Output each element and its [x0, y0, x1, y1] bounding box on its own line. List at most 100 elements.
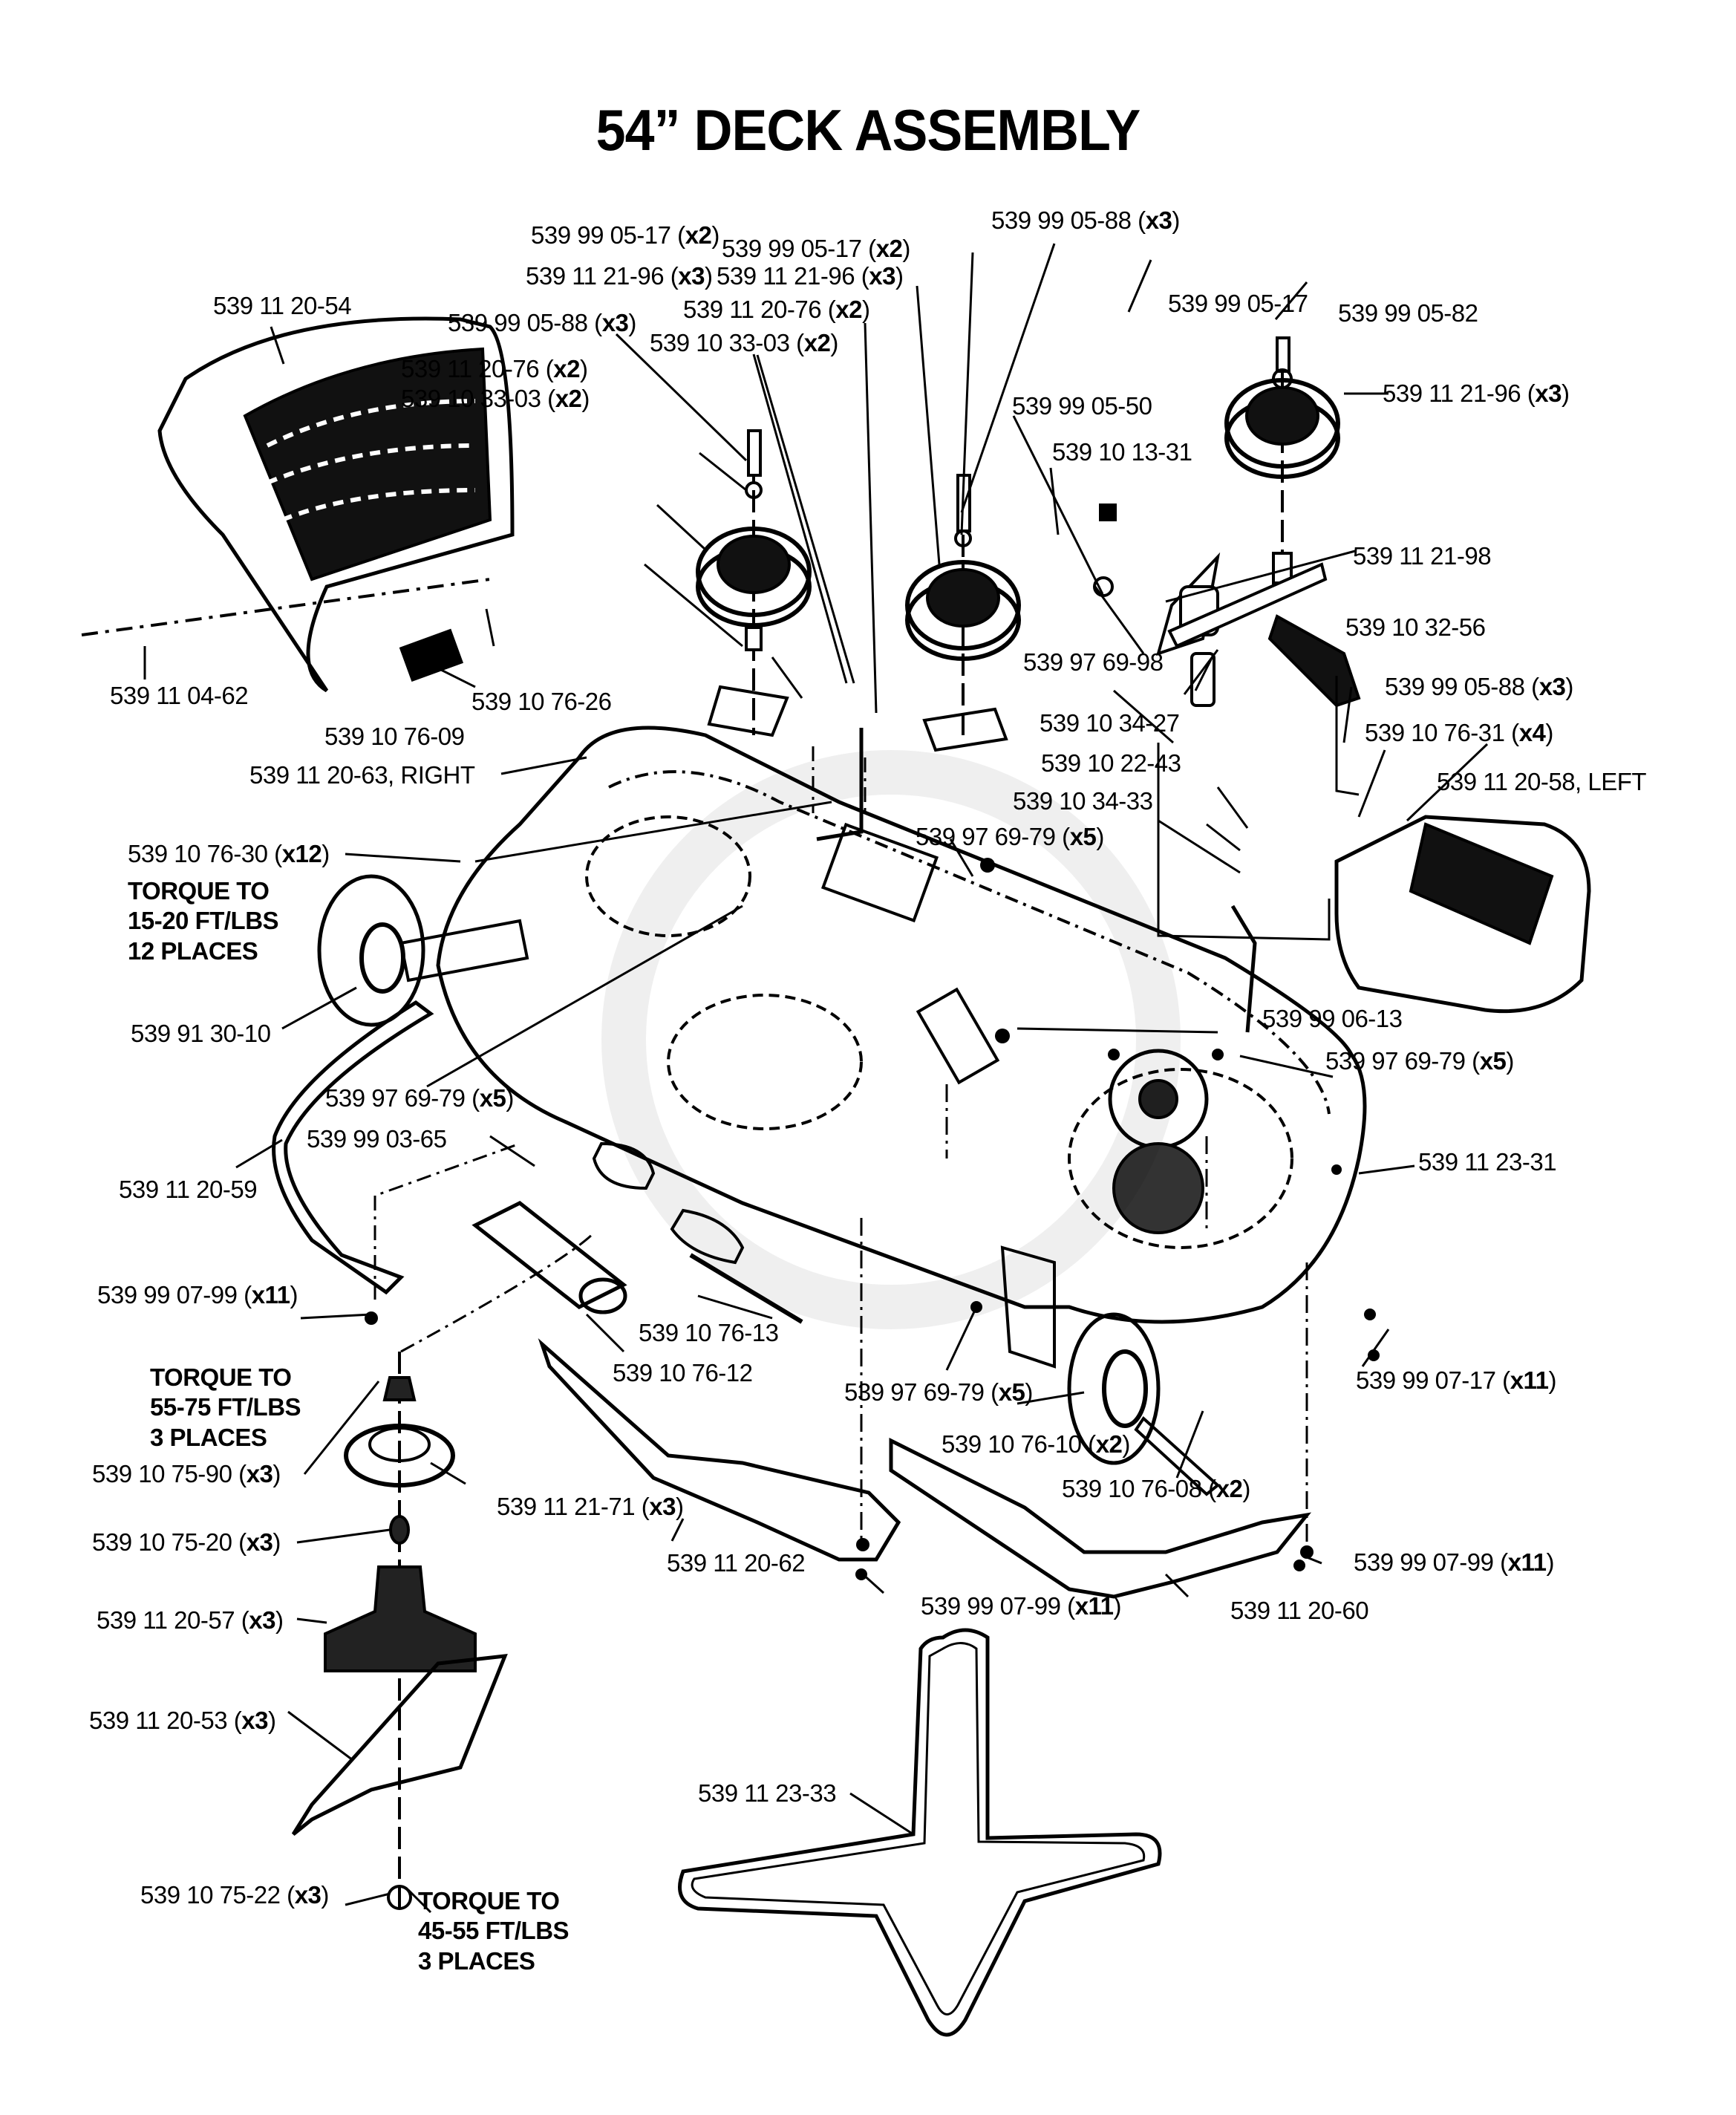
part-number: 539 11 20-76 [683, 296, 822, 323]
part-quantity: (x2) [821, 296, 870, 323]
part-callout: 539 99 05-82 [1338, 301, 1478, 325]
part-quantity: (x3) [1131, 206, 1180, 234]
part-callout: 539 11 20-62 [667, 1551, 806, 1575]
part-callout: 539 11 20-76 (x2) [683, 296, 870, 323]
part-number: 539 10 22-43 [1041, 749, 1181, 777]
part-callout: 539 99 05-50 [1012, 394, 1152, 418]
part-quantity: (x11) [1493, 1548, 1554, 1576]
part-callout: 539 10 22-43 [1041, 751, 1181, 775]
pulley-center-stack [905, 474, 1021, 752]
front-wheel-left [317, 874, 529, 1027]
part-callout: 539 11 23-33 [698, 1779, 837, 1807]
part-callout: 539 10 33-03 (x2) [650, 330, 838, 355]
part-callout: 539 99 05-88 (x3) [448, 310, 636, 335]
baffle-roller [471, 1201, 803, 1324]
fastener-markers [365, 858, 1380, 1580]
part-quantity: (x3) [280, 1881, 329, 1909]
part-callout: 539 10 33-03 (x2) [401, 386, 590, 411]
part-number: 539 10 76-12 [613, 1359, 753, 1386]
part-number: 539 91 30-10 [131, 1020, 271, 1047]
part-callout: 539 10 76-10 (x2) [942, 1432, 1130, 1456]
part-number: 539 10 32-56 [1345, 613, 1486, 641]
part-number: 539 11 21-96 [717, 262, 855, 290]
part-callout: 539 99 05-17 (x2) [722, 236, 910, 261]
rear-wheel-right [1067, 1312, 1221, 1496]
part-quantity: (x3) [1521, 379, 1570, 407]
part-callout: 539 10 75-22 (x3) [140, 1883, 329, 1907]
part-quantity: (x3) [232, 1460, 281, 1487]
part-callout: 539 11 20-53 (x3) [89, 1707, 276, 1734]
part-number: 539 99 03-65 [307, 1125, 447, 1153]
part-quantity: (x3) [227, 1707, 276, 1734]
skirt-left [272, 1000, 434, 1295]
part-callout: 539 11 20-63, RIGHT [249, 763, 475, 787]
part-number: 539 10 76-08 [1062, 1475, 1202, 1502]
part-callout: 539 99 05-88 (x3) [1385, 674, 1573, 699]
part-number: 539 10 76-13 [639, 1319, 779, 1346]
part-number: 539 10 33-03 [401, 385, 541, 412]
part-callout: 539 11 21-96 (x3) [1383, 379, 1570, 407]
part-number: 539 99 05-82 [1338, 299, 1478, 327]
part-number: 539 99 07-17 [1356, 1366, 1496, 1394]
part-callout: 539 10 76-08 (x2) [1062, 1476, 1250, 1501]
part-quantity: (x2) [670, 221, 719, 249]
part-quantity: (x5) [465, 1084, 514, 1112]
part-callout: 539 11 23-31 [1418, 1150, 1557, 1174]
part-quantity: (x5) [1465, 1047, 1514, 1075]
part-number: 539 11 20-54 [213, 292, 352, 319]
part-number: 539 10 75-22 [140, 1881, 281, 1909]
part-number: 539 99 05-17 [722, 235, 862, 262]
part-callout: 539 11 21-96 (x3) [717, 262, 904, 290]
part-number: 539 11 21-71 [497, 1493, 636, 1520]
pulley-left-stack [696, 429, 812, 737]
part-callout: 539 97 69-98 [1023, 650, 1164, 674]
drive-belt [678, 1628, 1162, 2037]
part-callout: 539 97 69-79 (x5) [916, 824, 1104, 849]
part-callout: 539 11 21-71 (x3) [497, 1493, 684, 1520]
part-callout: 539 10 13-31 [1052, 440, 1192, 464]
part-callout: 539 91 30-10 [131, 1021, 271, 1046]
part-callout: 539 11 20-54 [213, 292, 352, 319]
part-callout: 539 97 69-79 (x5) [844, 1380, 1033, 1404]
part-quantity: (x3) [1524, 673, 1573, 700]
part-number: 539 97 69-79 [916, 823, 1056, 850]
part-callout: 539 10 76-31 (x4) [1365, 720, 1553, 745]
leader-lines [143, 243, 1489, 1914]
torque-note-55-75: TORQUE TO 55-75 FT/LBS 3 PLACES [150, 1363, 301, 1451]
part-number: 539 11 20-60 [1230, 1597, 1369, 1624]
part-number: 539 11 21-96 [526, 262, 665, 290]
part-number: 539 10 34-33 [1013, 787, 1153, 815]
skirt-right [889, 1437, 1312, 1599]
part-callout: 539 10 76-12 [613, 1360, 753, 1385]
part-callout: 539 11 20-58, LEFT [1437, 769, 1647, 794]
part-callout: 539 10 76-13 [639, 1320, 779, 1345]
part-number: 539 11 20-53 [89, 1707, 228, 1734]
part-callout: 539 97 69-79 (x5) [325, 1086, 514, 1110]
part-number: 539 99 05-17 [1168, 290, 1308, 317]
part-callout: 539 10 76-26 [471, 689, 612, 714]
part-quantity: (x3) [664, 262, 713, 290]
part-callout: 539 99 05-17 [1168, 291, 1308, 316]
part-number: 539 11 23-33 [698, 1779, 837, 1807]
part-quantity: (x11) [237, 1281, 298, 1309]
part-callout: 539 99 05-88 (x3) [991, 208, 1180, 232]
part-number: 539 99 06-13 [1262, 1005, 1403, 1032]
part-quantity: (x3) [235, 1606, 284, 1634]
part-callout: 539 99 07-99 (x11) [97, 1283, 298, 1307]
part-number: 539 97 69-98 [1023, 648, 1164, 676]
part-number: 539 11 20-59 [119, 1176, 258, 1203]
part-number: 539 11 20-76 [401, 355, 540, 382]
torque-note-15-20: TORQUE TO 15-20 FT/LBS 12 PLACES [128, 877, 279, 965]
part-quantity: (x2) [1201, 1475, 1250, 1502]
part-callout: 539 10 32-56 [1345, 615, 1486, 639]
part-number: 539 10 76-26 [471, 688, 612, 715]
part-number: 539 10 75-20 [92, 1528, 232, 1556]
skirt-center [538, 1337, 901, 1562]
part-number: 539 99 07-99 [97, 1281, 238, 1309]
part-number: 539 11 20-57 [97, 1606, 235, 1634]
part-quantity: (x5) [1055, 823, 1104, 850]
part-quantity: (x5) [984, 1378, 1033, 1406]
part-number: 539 99 05-88 [448, 309, 588, 336]
part-callout: 539 11 20-57 (x3) [97, 1606, 284, 1634]
